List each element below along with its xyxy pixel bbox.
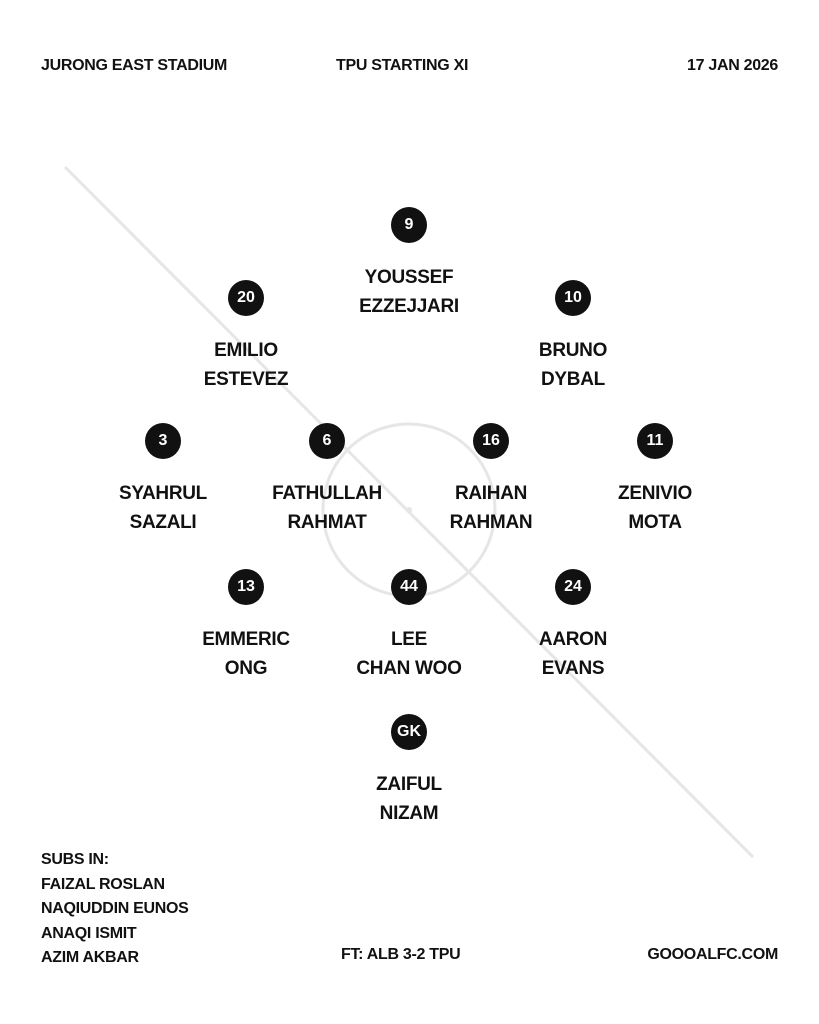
player-last-name: DYBAL: [541, 369, 605, 390]
sub-name: ANAQI ISMIT: [41, 924, 137, 942]
shirt-number-badge: 6: [309, 423, 345, 459]
shirt-number-badge: 9: [391, 207, 427, 243]
player-first-name: ZAIFUL: [376, 774, 442, 795]
shirt-number-badge: 16: [473, 423, 509, 459]
player-first-name: EMILIO: [214, 340, 278, 361]
venue: JURONG EAST STADIUM: [41, 57, 228, 74]
player-first-name: FATHULLAH: [272, 483, 382, 504]
shirt-number-badge: 3: [145, 423, 181, 459]
player-last-name: ESTEVEZ: [203, 369, 289, 390]
page-title: TPU STARTING XI: [336, 57, 469, 74]
player-11: 11 ZENIVIO MOTA: [565, 423, 745, 537]
player-name: EMILIO ESTEVEZ: [156, 336, 336, 394]
player-name: EMMERIC ONG: [156, 625, 336, 683]
website: GOOOALFC.COM: [647, 946, 778, 963]
player-3: 3 SYAHRUL SAZALI: [73, 423, 253, 537]
player-6: 6 FATHULLAH RAHMAT: [237, 423, 417, 537]
player-first-name: SYAHRUL: [119, 483, 207, 504]
player-10: 10 BRUNO DYBAL: [483, 280, 663, 394]
player-name: BRUNO DYBAL: [483, 336, 663, 394]
player-first-name: EMMERIC: [202, 629, 290, 650]
player-last-name: EVANS: [541, 658, 605, 679]
player-first-name: BRUNO: [538, 340, 608, 361]
shirt-number-badge: 11: [637, 423, 673, 459]
player-name: LEE CHAN WOO: [319, 625, 499, 683]
player-last-name: SAZALI: [129, 512, 197, 533]
shirt-number-badge: 13: [228, 569, 264, 605]
player-name: ZAIFUL NIZAM: [319, 770, 499, 828]
player-first-name: LEE: [390, 629, 428, 650]
player-last-name: CHAN WOO: [356, 658, 462, 679]
player-name: ZENIVIO MOTA: [565, 479, 745, 537]
player-name: AARON EVANS: [483, 625, 663, 683]
final-score: FT: ALB 3-2 TPU: [341, 946, 461, 963]
player-name: FATHULLAH RAHMAT: [237, 479, 417, 537]
sub-name: NAQIUDDIN EUNOS: [41, 900, 189, 917]
player-last-name: ONG: [224, 658, 268, 679]
player-9: 9 YOUSSEF EZZEJJARI: [319, 207, 499, 321]
player-GK: GK ZAIFUL NIZAM: [319, 714, 499, 828]
player-name: RAIHAN RAHMAN: [401, 479, 581, 537]
player-name: YOUSSEF EZZEJJARI: [319, 263, 499, 321]
player-44: 44 LEE CHAN WOO: [319, 569, 499, 683]
sub-name: FAIZAL ROSLAN: [41, 875, 165, 893]
center-spot: [406, 507, 412, 513]
player-16: 16 RAIHAN RAHMAN: [401, 423, 581, 537]
subs-label: SUBS IN:: [41, 851, 109, 868]
player-last-name: NIZAM: [379, 803, 439, 824]
player-first-name: AARON: [538, 629, 608, 650]
player-20: 20 EMILIO ESTEVEZ: [156, 280, 336, 394]
player-last-name: EZZEJJARI: [359, 296, 459, 317]
player-last-name: MOTA: [628, 512, 682, 533]
shirt-number-badge: GK: [391, 714, 427, 750]
sub-name: AZIM AKBAR: [41, 949, 139, 966]
player-13: 13 EMMERIC ONG: [156, 569, 336, 683]
player-first-name: YOUSSEF: [364, 267, 454, 288]
player-24: 24 AARON EVANS: [483, 569, 663, 683]
player-name: SYAHRUL SAZALI: [73, 479, 253, 537]
match-date: 17 JAN 2026: [687, 57, 778, 74]
subs-list: SUBS IN: FAIZAL ROSLAN NAQIUDDIN EUNOS A…: [41, 848, 189, 971]
shirt-number-badge: 24: [555, 569, 591, 605]
shirt-number-badge: 10: [555, 280, 591, 316]
player-first-name: RAIHAN: [454, 483, 528, 504]
shirt-number-badge: 44: [391, 569, 427, 605]
player-first-name: ZENIVIO: [618, 483, 692, 504]
player-last-name: RAHMAN: [449, 512, 533, 533]
shirt-number-badge: 20: [228, 280, 264, 316]
player-last-name: RAHMAT: [287, 512, 367, 533]
